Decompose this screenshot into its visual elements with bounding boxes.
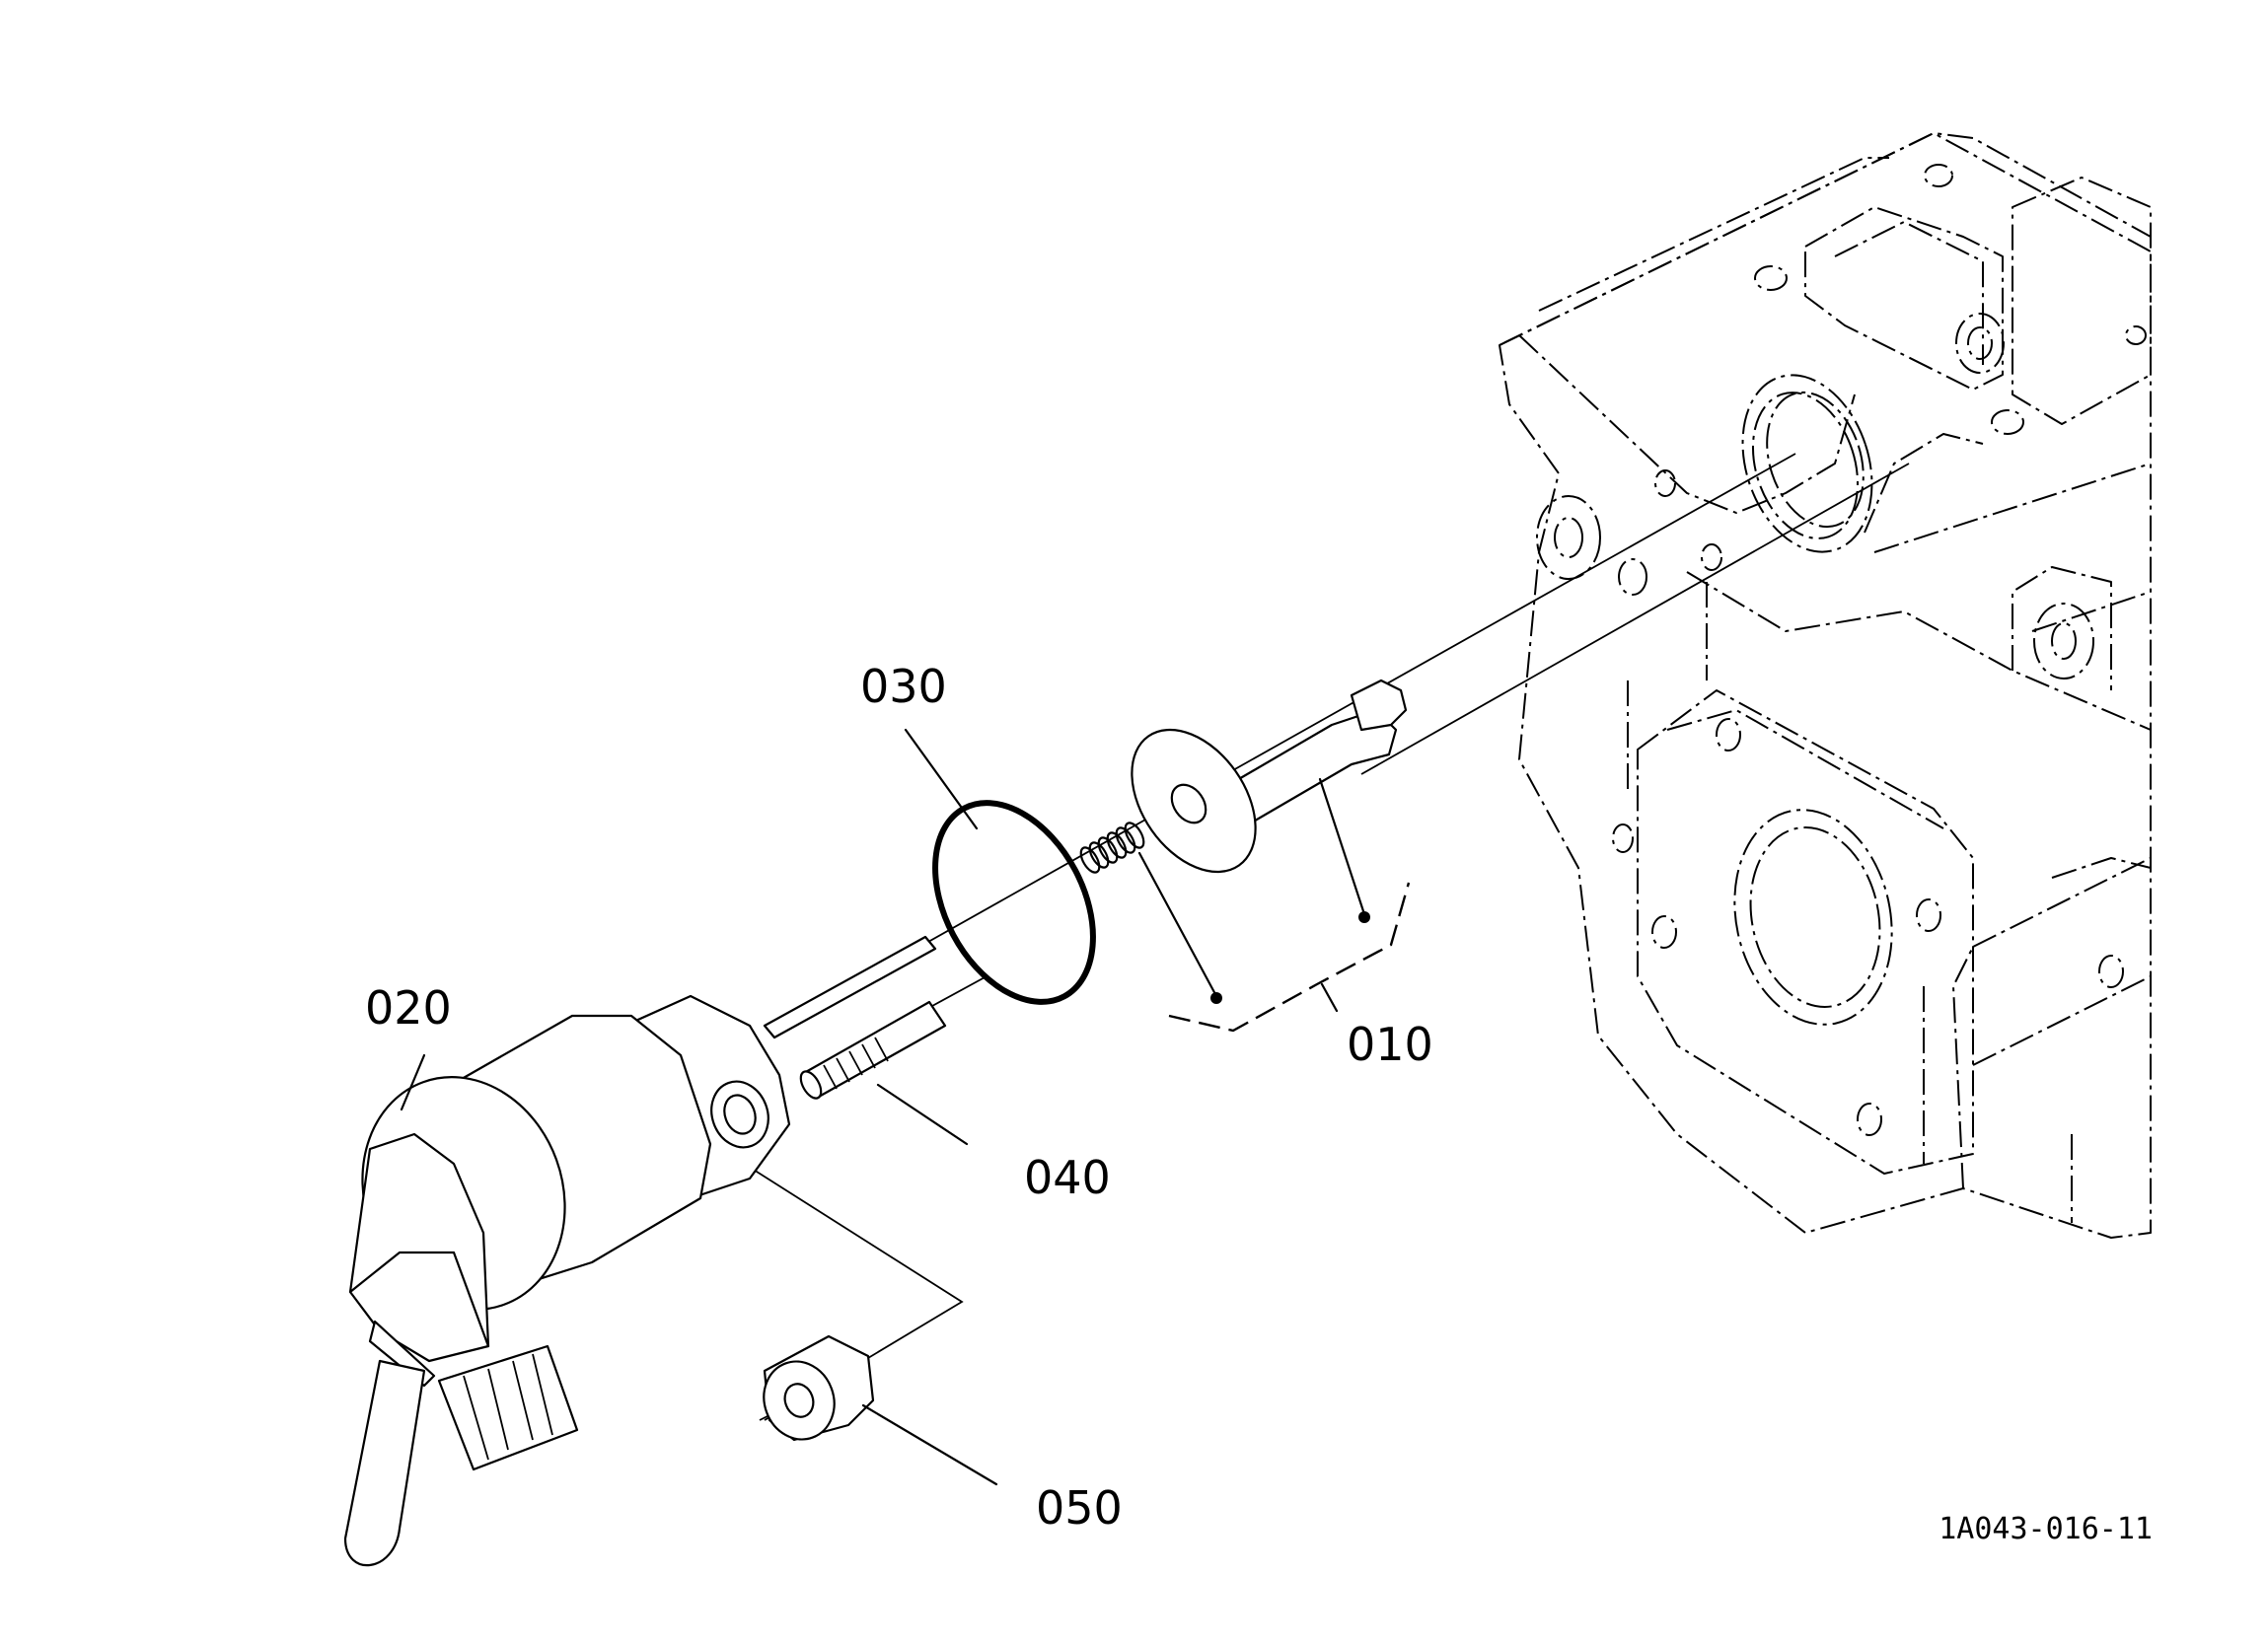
part-010-shaft <box>1131 679 1408 874</box>
engine-block-outline <box>1499 132 2152 1239</box>
callout-030: 030 <box>860 660 947 713</box>
part-020-solenoid <box>343 994 791 1567</box>
callout-050: 050 <box>1036 1481 1123 1535</box>
part-050-nut <box>763 1334 875 1442</box>
callout-010: 010 <box>1347 1018 1433 1071</box>
spring <box>1079 822 1145 874</box>
part-040-stud <box>799 1000 947 1100</box>
part-030-o-ring <box>932 800 1096 1005</box>
pin <box>763 935 937 1039</box>
figure-reference-code: 1A043-016-11 <box>1939 1512 2153 1546</box>
centre-lines <box>704 453 1910 1421</box>
callout-040: 040 <box>1024 1151 1111 1204</box>
callout-020: 020 <box>365 981 452 1035</box>
leader-lines <box>400 728 1411 1486</box>
